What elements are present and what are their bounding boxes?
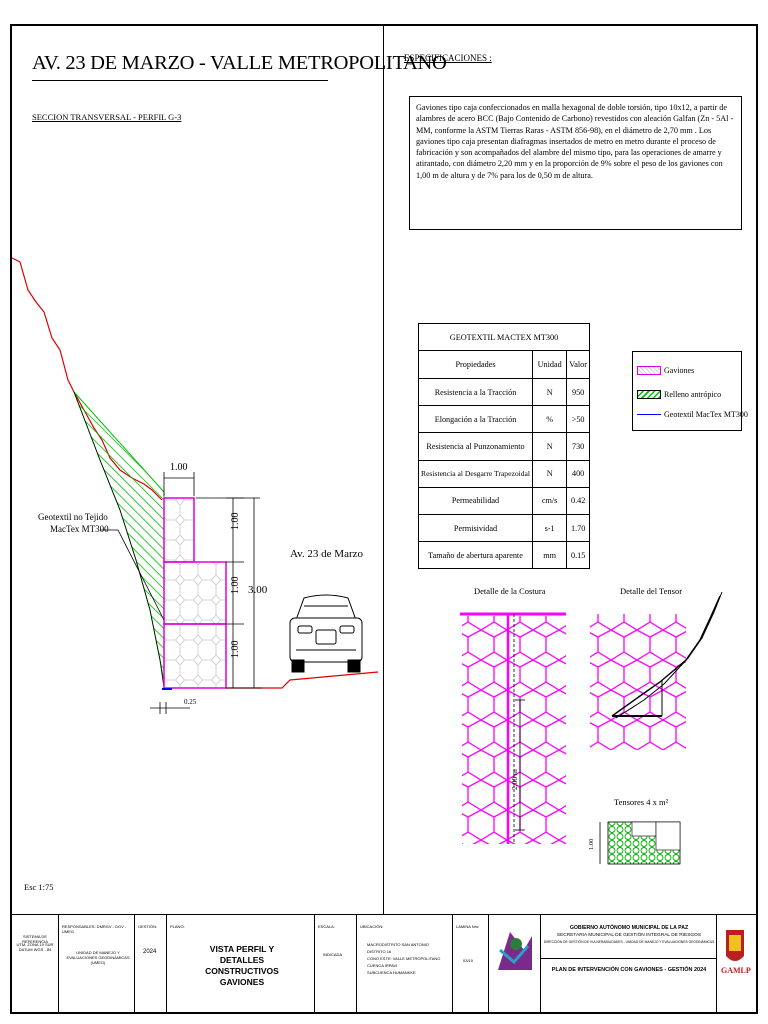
- resp-value: UNIDAD DE MANEJO Y EVALUACIONES GEODINÁM…: [66, 950, 130, 965]
- tb-smgir-logo: [488, 914, 540, 1014]
- geotextil-swatch: [637, 414, 661, 415]
- legend-label: Geotextil MacTex MT300: [664, 410, 748, 419]
- ubicacion-item: CUENCA IRPAVI: [367, 963, 398, 968]
- ref-value: UTM, ZONA 19 SUR DATUM WGS - 84: [16, 942, 54, 952]
- tb-reference: SISTEMA DE REFERENCIA UTM, ZONA 19 SUR D…: [10, 914, 58, 1014]
- legend-item-geotextil: Geotextil MacTex MT300: [637, 410, 748, 419]
- geotextil-table: GEOTEXTIL MACTEX MT300 Propiedades Unida…: [417, 323, 590, 570]
- tb-plano: PLANO: VISTA PERFIL Y DETALLES CONSTRUCT…: [166, 914, 314, 1014]
- table-cell: 1.70: [566, 513, 590, 543]
- geotextil-label-line2: MacTex MT300: [50, 524, 109, 534]
- table-cell: s-1: [532, 513, 568, 543]
- gov-line-2: SECRETARIA MUNICIPAL DE GESTIÓN INTEGRAL…: [556, 933, 702, 938]
- gestion-value: 2024: [143, 949, 157, 955]
- tensores-detail: [599, 821, 681, 865]
- dim-total-height: 3.00: [248, 584, 268, 596]
- detail-tensor: [590, 591, 723, 750]
- backfill-area: [73, 391, 165, 683]
- plano-label: PLANO:: [170, 924, 185, 929]
- table-cell: 0.15: [566, 541, 590, 570]
- car-drawing: [289, 594, 363, 673]
- geotextil-table-title: GEOTEXTIL MACTEX MT300: [418, 323, 590, 351]
- road-ground-line: [226, 671, 379, 689]
- ubicacion-label: UBICACIÓN:: [360, 924, 384, 929]
- smgir-logo: [492, 924, 536, 982]
- tb-escala: ESCALA: INDICADA: [314, 914, 356, 1014]
- tb-lamina: LAMINA Nro: 03/10: [452, 914, 488, 1014]
- legend-item-gaviones: Gaviones: [637, 366, 694, 375]
- table-cell: Resistencia al Punzonamiento: [417, 432, 534, 461]
- lamina-value: 03/10: [463, 958, 474, 963]
- title-block-top-line: [10, 914, 758, 915]
- title-underline: [32, 80, 328, 81]
- gaviones-swatch: [637, 366, 661, 375]
- gamlp-logo-text: GAMLP: [721, 966, 751, 975]
- gov-line-3: DIRECCIÓN DE GESTIÓN DE VULNERABILIDADES…: [543, 940, 715, 944]
- gov-line-1: GOBIERNO AUTÓNOMO MUNICIPAL DE LA PAZ: [569, 925, 689, 931]
- escala-value: INDICADA: [323, 952, 343, 957]
- escala-label: ESCALA:: [318, 924, 335, 929]
- geotextil-label-line1: Geotextil no Tejido: [38, 512, 108, 522]
- dim-height-middle: 1.00: [230, 576, 241, 595]
- ubicacion-item: CONO ESTE: VALLE METROPOLITANO: [367, 956, 441, 961]
- specs-text: Gaviones tipo caja confeccionados en mal…: [409, 96, 742, 230]
- page-title: AV. 23 DE MARZO - VALLE METROPOLITANO: [32, 52, 447, 74]
- table-cell: 400: [566, 459, 590, 488]
- gabion-middle: [163, 561, 227, 625]
- gamlp-logo: [718, 924, 752, 984]
- ubicacion-item: MACRODISTRITO SAN ANTONIO: [367, 942, 429, 947]
- dim-height-bottom: 1.00: [230, 640, 241, 659]
- scale-label: Esc 1:75: [24, 882, 54, 892]
- relleno-swatch: [637, 390, 661, 399]
- section-subtitle: SECCION TRANSVERSAL - PERFIL G-3: [32, 112, 182, 122]
- legend-label: Relleno antrópico: [664, 390, 722, 399]
- dim-top-width: 1.00: [170, 462, 188, 473]
- gov-divider: [541, 958, 717, 959]
- plano-value: VISTA PERFIL Y DETALLES CONSTRUCTIVOS GA…: [205, 944, 279, 987]
- resp-label: RESPONSABLES: DMRGV - DGV - UMEG: [62, 924, 127, 934]
- lamina-label: LAMINA Nro:: [456, 924, 480, 929]
- tb-gestion: GESTIÓN: 2024: [134, 914, 166, 1014]
- panel-divider: [383, 24, 384, 914]
- drawing-sheet: [10, 24, 758, 1014]
- table-cell: mm: [532, 541, 568, 570]
- detail-tensor-title: Detalle del Tensor: [620, 586, 683, 596]
- tb-responsables: RESPONSABLES: DMRGV - DGV - UMEG UNIDAD …: [58, 914, 134, 1014]
- tb-government: GOBIERNO AUTÓNOMO MUNICIPAL DE LA PAZ SE…: [540, 914, 717, 1014]
- dim-height-top: 1.00: [230, 512, 241, 531]
- table-cell: cm/s: [532, 486, 568, 515]
- detail-costura-title: Detalle de la Costura: [474, 586, 546, 596]
- geotextil-leader: [100, 529, 165, 621]
- geotextil-line: [73, 391, 165, 689]
- gabion-top: [163, 497, 195, 563]
- table-cell: %: [532, 405, 568, 434]
- specs-heading: ESPECIFICACIONES :: [404, 53, 492, 63]
- detail-costura: [460, 612, 566, 844]
- table-cell: Permisividad: [417, 513, 534, 543]
- table-cell: N: [532, 459, 568, 488]
- dimension-lines: [150, 472, 262, 714]
- table-cell: 730: [566, 432, 590, 461]
- ubicacion-item: DISTRITO 16: [367, 949, 392, 954]
- plan-title: PLAN DE INTERVENCIÓN CON GAVIONES - GEST…: [551, 967, 707, 973]
- legend-item-relleno: Relleno antrópico: [637, 390, 721, 399]
- tensores-dimension: 1.00: [588, 838, 595, 850]
- tb-ubicacion: UBICACIÓN: MACRODISTRITO SAN ANTONIO DIS…: [356, 914, 452, 1014]
- tensores-label: Tensores 4 x m²: [614, 797, 669, 807]
- tb-gamlp-logo: GAMLP: [716, 914, 758, 1014]
- dim-base: 0.25: [184, 698, 197, 706]
- table-cell: N: [532, 377, 568, 407]
- gabion-bottom: [163, 623, 227, 689]
- table-cell: Tamaño de abertura aparente: [417, 541, 534, 570]
- road-label: Av. 23 de Marzo: [290, 548, 364, 560]
- ref-label: SISTEMA DE REFERENCIA: [22, 934, 48, 944]
- legend-label: Gaviones: [664, 366, 695, 375]
- gestion-label: GESTIÓN:: [138, 924, 158, 929]
- terrain-line: [11, 257, 163, 501]
- legend: Gaviones Relleno antrópico Geotextil Mac…: [632, 351, 748, 431]
- ubicacion-item: SUBCUENCA HUMANKKE: [367, 970, 416, 975]
- seam-dimension: 2.00 m: [510, 769, 519, 790]
